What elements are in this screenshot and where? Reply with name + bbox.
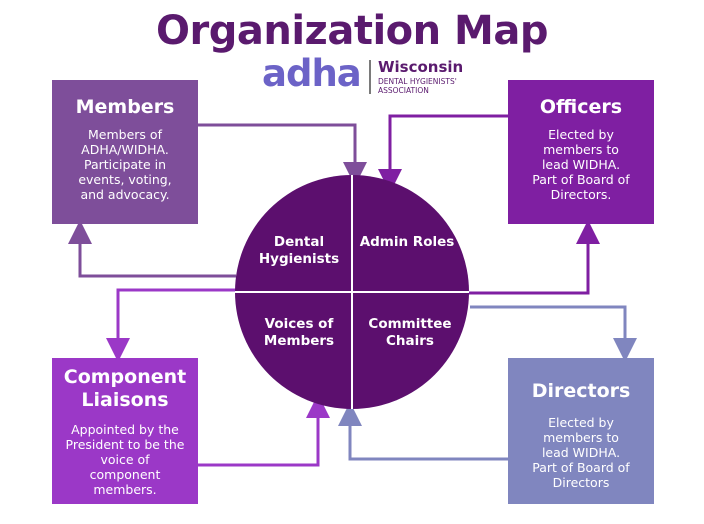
logo-wordmark: adha	[262, 52, 362, 95]
arrow-circle-to-liaisons	[106, 288, 237, 362]
component-liaisons-box: Component Liaisons Appointed by the Pres…	[52, 358, 198, 504]
directors-title: Directors	[531, 380, 631, 402]
quadrant-admin-roles: Admin Roles	[359, 234, 455, 250]
arrow-officers-to-circle	[378, 114, 508, 193]
arrow-circle-to-directors	[470, 305, 637, 362]
officers-title: Officers	[539, 96, 623, 118]
members-title: Members	[75, 96, 175, 118]
quadrant-dental-hygienists: Dental Hygienists	[258, 234, 340, 267]
members-box: Members Members of ADHA/WIDHA. Participa…	[52, 80, 198, 224]
officers-description: Elected by members to lead WIDHA. Part o…	[532, 127, 630, 202]
quadrant-voices-of-members: Voices of Members	[263, 316, 335, 349]
members-description: Members of ADHA/WIDHA. Participate in ev…	[78, 127, 172, 202]
page-title: Organization Map	[156, 8, 548, 54]
directors-description: Elected by members to lead WIDHA. Part o…	[532, 415, 630, 490]
quadrant-committee-chairs: Committee Chairs	[368, 316, 452, 349]
liaisons-title: Component Liaisons	[63, 366, 187, 411]
arrow-members-to-circle	[198, 123, 367, 186]
officers-box: Officers Elected by members to lead WIDH…	[508, 80, 654, 224]
arrow-circle-to-officers	[468, 220, 600, 295]
liaisons-description: Appointed by the President to be the voi…	[65, 422, 185, 497]
arrow-directors-to-circle	[338, 402, 508, 461]
logo-subtitle: DENTAL HYGIENISTS' ASSOCIATION	[378, 77, 457, 95]
logo-divider	[369, 60, 371, 94]
logo-state: Wisconsin	[378, 58, 464, 76]
arrow-liaisons-to-circle	[198, 394, 330, 467]
directors-box: Directors Elected by members to lead WID…	[508, 358, 654, 504]
arrow-circle-to-members	[68, 220, 236, 278]
